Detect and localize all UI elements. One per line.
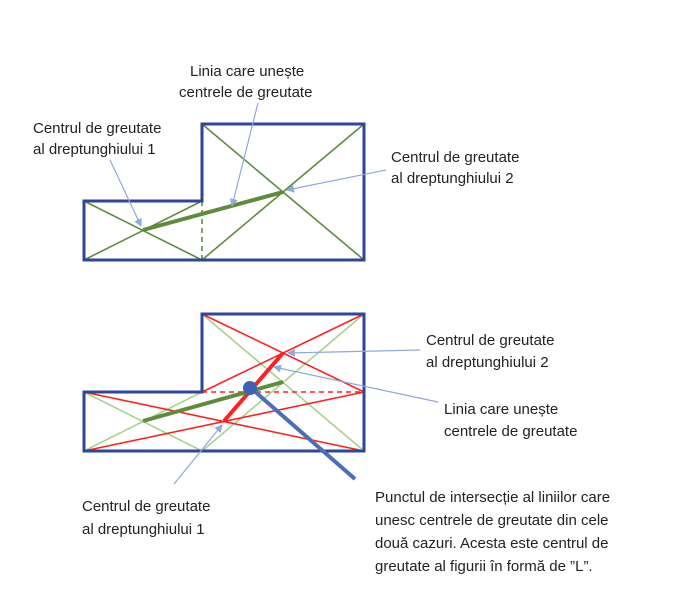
top-pointer-arrows: [109, 102, 387, 227]
bottom-arrow-to-centroid2: [287, 348, 421, 357]
bottom-green-connecting-line: [142, 380, 284, 423]
svg-text:al dreptunghiului 1: al dreptunghiului 1: [82, 521, 205, 538]
svg-text:unesc centrele de greutate din: unesc centrele de greutate din cele: [375, 512, 609, 529]
svg-text:greutate al figurii în formă d: greutate al figurii în formă de ”L”.: [375, 558, 593, 575]
bottom-label-rect1: Centrul de greutate al dreptunghiului 1: [82, 498, 210, 538]
svg-text:Centrul de greutate: Centrul de greutate: [33, 120, 161, 137]
top-diagram: Centrul de greutate al dreptunghiului 1 …: [33, 63, 519, 262]
bottom-label-connecting-line: Linia care unește centrele de greutate: [444, 401, 577, 440]
svg-text:Linia care unește: Linia care unește: [444, 401, 558, 418]
svg-text:al dreptunghiului 2: al dreptunghiului 2: [391, 170, 514, 187]
svg-text:Centrul de greutate: Centrul de greutate: [82, 498, 210, 515]
svg-text:centrele de greutate: centrele de greutate: [179, 84, 312, 101]
top-label-connecting-line: Linia care unește centrele de greutate: [179, 63, 312, 101]
svg-text:al dreptunghiului 1: al dreptunghiului 1: [33, 141, 156, 158]
bottom-label-rect2: Centrul de greutate al dreptunghiului 2: [426, 332, 554, 371]
bottom-arrow-to-connecting-line: [273, 364, 439, 403]
centroid-intersection-point: [243, 381, 257, 395]
svg-text:Centrul de greutate: Centrul de greutate: [391, 149, 519, 166]
svg-text:Punctul de intersecție al lini: Punctul de intersecție al liniilor care: [375, 489, 610, 506]
intersection-pointer-line: [250, 387, 357, 481]
bottom-l-shape-outline: [82, 312, 366, 453]
svg-text:centrele de greutate: centrele de greutate: [444, 423, 577, 440]
top-label-rect2: Centrul de greutate al dreptunghiului 2: [391, 149, 519, 187]
top-arrow-to-centroid1: [109, 159, 142, 227]
svg-text:al dreptunghiului 2: al dreptunghiului 2: [426, 354, 549, 371]
bottom-label-intersection: Punctul de intersecție al liniilor care …: [375, 489, 610, 575]
bottom-pointer-arrows: [173, 348, 439, 485]
svg-text:Linia care unește: Linia care unește: [190, 63, 304, 80]
top-rect1-diagonals: [83, 200, 203, 261]
top-l-shape-outline: [82, 122, 366, 262]
top-connecting-line: [142, 190, 284, 232]
bottom-arrow-to-centroid1: [173, 424, 223, 485]
svg-text:două cazuri. Acesta este centr: două cazuri. Acesta este centrul de: [375, 535, 608, 552]
top-arrow-to-connecting-line: [229, 102, 259, 207]
top-label-rect1: Centrul de greutate al dreptunghiului 1: [33, 120, 161, 158]
svg-text:Centrul de greutate: Centrul de greutate: [426, 332, 554, 349]
top-arrow-to-centroid2: [286, 169, 387, 193]
bottom-diagram: Centrul de greutate al dreptunghiului 2 …: [82, 312, 610, 575]
